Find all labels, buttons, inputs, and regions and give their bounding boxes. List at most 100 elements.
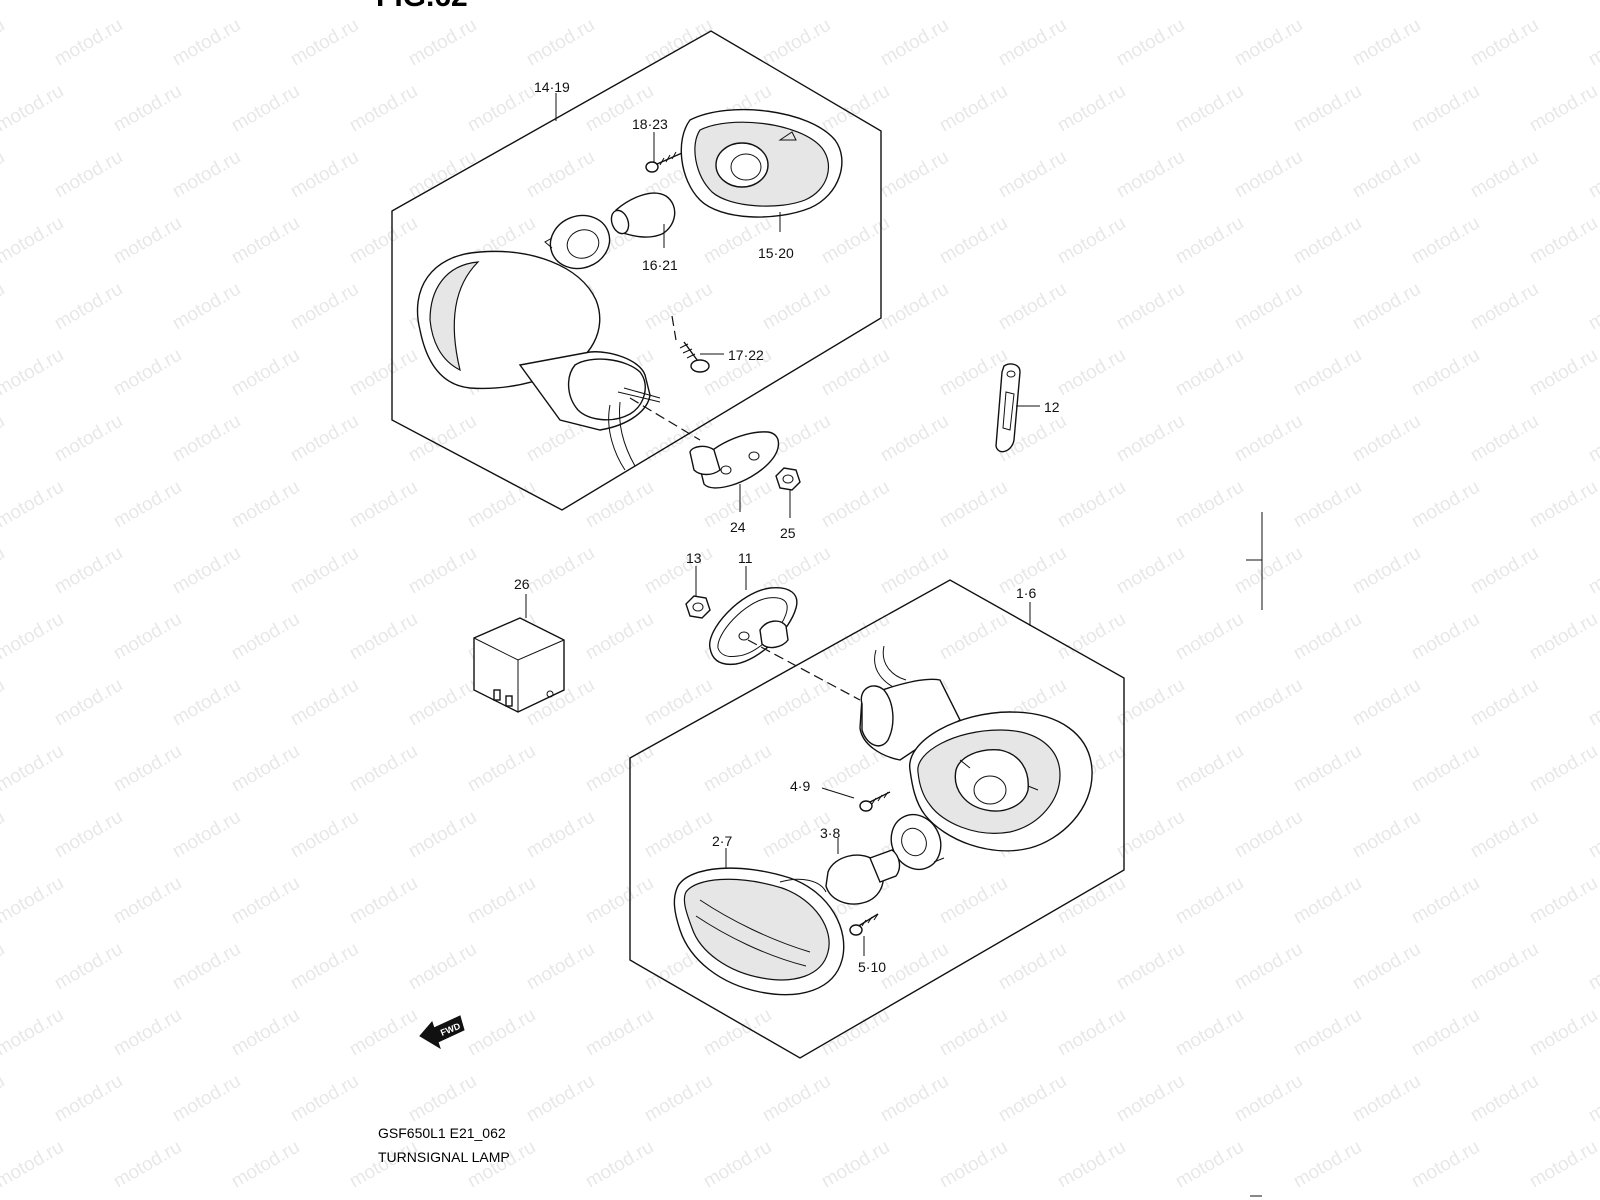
watermark-text: motod.ru xyxy=(818,1005,893,1061)
watermark-text: motod.ru xyxy=(228,345,303,401)
watermark-text: motod.ru xyxy=(1467,807,1542,863)
watermark-text: motod.ru xyxy=(51,807,126,863)
watermark-text: motod.ru xyxy=(287,15,362,71)
watermark-text: motod.ru xyxy=(1585,411,1600,467)
watermark-text: motod.ru xyxy=(995,147,1070,203)
watermark-text: motod.ru xyxy=(346,477,421,533)
watermark-text: motod.ru xyxy=(1172,81,1247,137)
watermark-text: motod.ru xyxy=(1467,543,1542,599)
bulb-lower xyxy=(825,849,901,905)
watermark-text: motod.ru xyxy=(0,213,67,269)
watermark-text: motod.ru xyxy=(1349,411,1424,467)
watermark-text: motod.ru xyxy=(1467,411,1542,467)
watermark-text: motod.ru xyxy=(1054,609,1129,665)
watermark-text: motod.ru xyxy=(995,279,1070,335)
callout-11: 11 xyxy=(738,550,753,566)
mounting-plate-11 xyxy=(709,587,798,666)
watermark-text: motod.ru xyxy=(228,1137,303,1193)
watermark-text: motod.ru xyxy=(877,1071,952,1127)
watermark-text: motod.ru xyxy=(1467,1071,1542,1127)
watermark-text: motod.ru xyxy=(0,477,67,533)
watermark-text: motod.ru xyxy=(877,15,952,71)
watermark-text: motod.ru xyxy=(0,807,8,863)
watermark-text: motod.ru xyxy=(1172,873,1247,929)
watermark-text: motod.ru xyxy=(936,81,1011,137)
watermark-text: motod.ru xyxy=(582,477,657,533)
watermark-text: motod.ru xyxy=(169,1071,244,1127)
watermark-text: motod.ru xyxy=(0,741,67,797)
watermark-text: motod.ru xyxy=(1467,147,1542,203)
watermark-text: motod.ru xyxy=(1526,477,1600,533)
watermark-text: motod.ru xyxy=(877,279,952,335)
watermark-text: motod.ru xyxy=(818,213,893,269)
watermark-text: motod.ru xyxy=(582,609,657,665)
callout-14-19: 14·19 xyxy=(534,79,570,95)
assembly-axis-lower xyxy=(747,639,861,701)
watermark-text: motod.ru xyxy=(1054,1005,1129,1061)
callout-leaders xyxy=(525,93,1040,956)
watermark-text: motod.ru xyxy=(641,543,716,599)
watermark-text: motod.ru xyxy=(1349,279,1424,335)
watermark-text: motod.ru xyxy=(169,675,244,731)
watermark-text: motod.ru xyxy=(641,1071,716,1127)
watermark-text: motod.ru xyxy=(1526,609,1600,665)
watermark-text: motod.ru xyxy=(1231,279,1306,335)
watermark-text: motod.ru xyxy=(51,939,126,995)
watermark-text: motod.ru xyxy=(169,279,244,335)
watermark-text: motod.ru xyxy=(228,81,303,137)
watermark-text: motod.ru xyxy=(1349,939,1424,995)
watermark-text: motod.ru xyxy=(700,1137,775,1193)
watermark-text: motod.ru xyxy=(1526,873,1600,929)
watermark-text: motod.ru xyxy=(51,279,126,335)
watermark-text: motod.ru xyxy=(1408,741,1483,797)
watermark-text: motod.ru xyxy=(1231,411,1306,467)
watermark-text: motod.ru xyxy=(759,1071,834,1127)
watermark-text: motod.ru xyxy=(582,873,657,929)
watermark-text: motod.ru xyxy=(1585,543,1600,599)
watermark-text: motod.ru xyxy=(1172,345,1247,401)
watermark-text: motod.ru xyxy=(1349,15,1424,71)
watermark-text: motod.ru xyxy=(110,741,185,797)
lens-lower xyxy=(673,867,845,996)
watermark-text: motod.ru xyxy=(51,543,126,599)
model-code: GSF650L1 E21_062 xyxy=(378,1125,506,1141)
watermark-text: motod.ru xyxy=(1290,345,1365,401)
watermark-text: motod.ru xyxy=(995,15,1070,71)
watermark-text: motod.ru xyxy=(0,1137,67,1193)
watermark-text: motod.ru xyxy=(346,1005,421,1061)
screw-upper-mount xyxy=(679,341,710,373)
callout-17-22: 17·22 xyxy=(728,347,764,363)
watermark-text: motod.ru xyxy=(287,147,362,203)
watermark-text: motod.ru xyxy=(1290,741,1365,797)
watermark-text: motod.ru xyxy=(1467,939,1542,995)
assembly-axis-upper xyxy=(629,397,701,441)
callout-4-9: 4·9 xyxy=(790,778,810,794)
watermark-text: motod.ru xyxy=(1585,15,1600,71)
watermark-text: motod.ru xyxy=(287,675,362,731)
bracket-12 xyxy=(995,363,1021,453)
watermark-text: motod.ru xyxy=(995,939,1070,995)
watermark-text: motod.ru xyxy=(1290,1137,1365,1193)
watermark-text: motod.ru xyxy=(936,477,1011,533)
upper-assembly-frame xyxy=(391,30,882,511)
watermark-text: motod.ru xyxy=(0,675,8,731)
watermark-text: motod.ru xyxy=(1526,1005,1600,1061)
watermark-text: motod.ru xyxy=(405,543,480,599)
watermark-text: motod.ru xyxy=(1349,1071,1424,1127)
watermark-text: motod.ru xyxy=(0,1005,67,1061)
watermark-text: motod.ru xyxy=(346,345,421,401)
watermark-text: motod.ru xyxy=(995,1071,1070,1127)
watermark-text: motod.ru xyxy=(582,1137,657,1193)
watermark-text: motod.ru xyxy=(1467,15,1542,71)
watermark-text: motod.ru xyxy=(1526,81,1600,137)
watermark-text: motod.ru xyxy=(287,807,362,863)
watermark-text: motod.ru xyxy=(287,1071,362,1127)
watermark-text: motod.ru xyxy=(346,873,421,929)
nut-13 xyxy=(685,595,711,619)
watermark-text: motod.ru xyxy=(1349,807,1424,863)
watermark-text: motod.ru xyxy=(287,543,362,599)
watermark-text: motod.ru xyxy=(1113,939,1188,995)
watermark-text: motod.ru xyxy=(759,675,834,731)
mounting-plate-24 xyxy=(689,431,780,489)
watermark-text: motod.ru xyxy=(464,1005,539,1061)
